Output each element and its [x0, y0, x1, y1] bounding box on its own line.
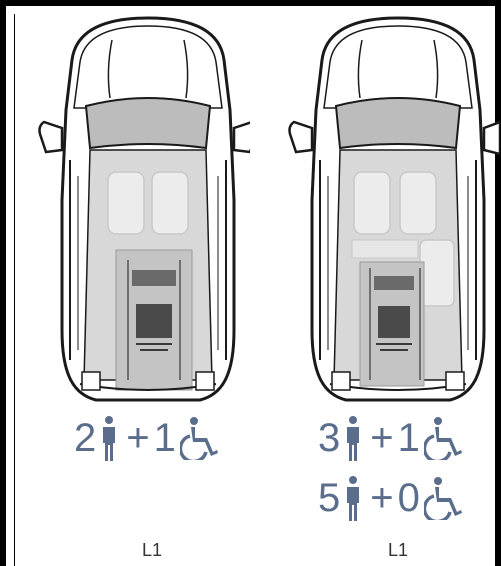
windshield	[86, 98, 210, 148]
car-top-view-right	[250, 0, 500, 420]
capacity-row: 3 + 1	[318, 410, 464, 466]
rear-side-seat	[420, 240, 454, 306]
left-mirror	[40, 122, 63, 152]
config-right: 3 + 1 5 + 0 L1	[250, 0, 500, 566]
car-top-view-left	[0, 0, 250, 420]
front-seat-right	[152, 172, 188, 234]
wheelchair-icon	[180, 416, 220, 460]
person-icon	[344, 475, 362, 521]
standing-count: 2	[74, 418, 96, 458]
plus-sign: +	[126, 418, 149, 458]
person-icon	[100, 415, 118, 461]
standing-count: 5	[318, 478, 340, 518]
capacity-row: 2 + 1	[74, 410, 220, 466]
wheelchair-icon	[424, 476, 464, 520]
config-label: L1	[368, 540, 428, 561]
right-mirror	[234, 122, 250, 152]
wheelchair-seat	[136, 304, 172, 338]
plus-sign: +	[370, 418, 393, 458]
wheelchair-count: 1	[154, 418, 176, 458]
wheelchair-count: 1	[398, 418, 420, 458]
wheelchair-backrest	[132, 270, 176, 286]
standing-count: 3	[318, 418, 340, 458]
person-icon	[344, 415, 362, 461]
config-label: L1	[122, 540, 182, 561]
front-seat-left	[108, 172, 144, 234]
config-left: 2 + 1 L1	[0, 0, 250, 566]
wheelchair-icon	[424, 416, 464, 460]
plus-sign: +	[370, 478, 393, 518]
capacity-row: 5 + 0	[318, 470, 464, 526]
wheelchair-count: 0	[398, 478, 420, 518]
